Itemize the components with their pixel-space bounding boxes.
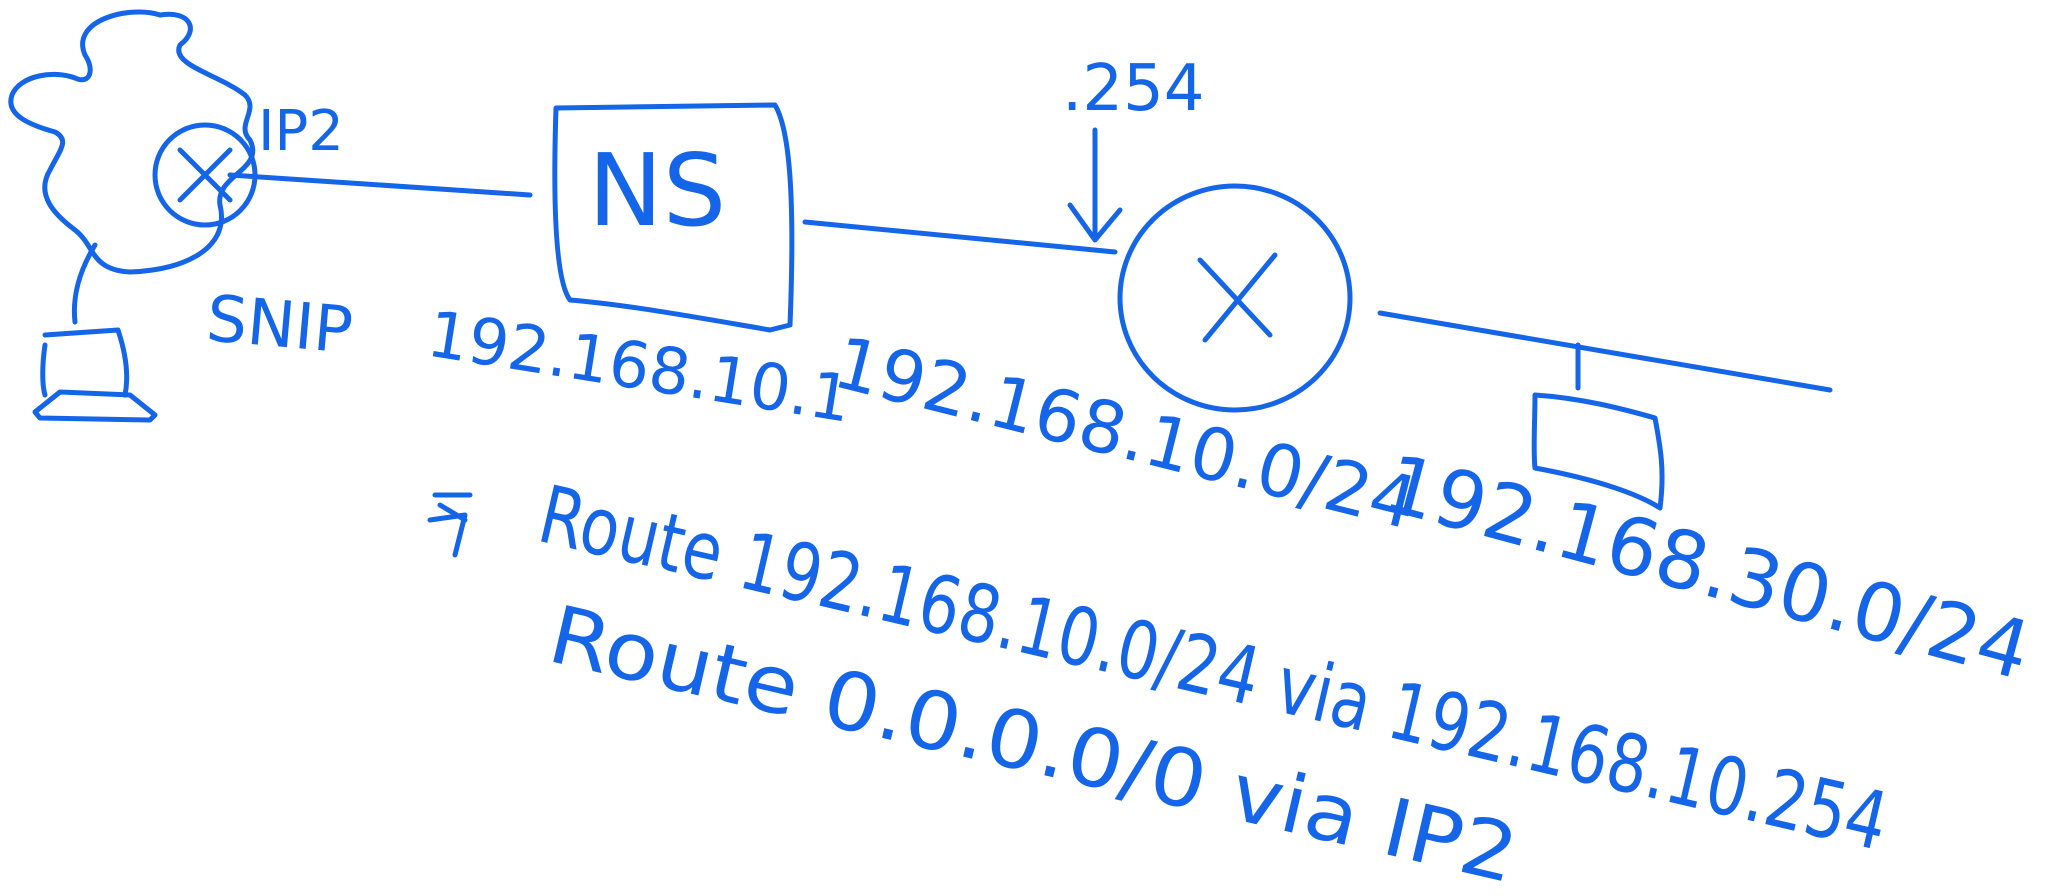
ns-appliance-box <box>552 102 795 333</box>
cloud-icon <box>8 9 256 275</box>
arrow-down-icon <box>1067 127 1123 243</box>
route-bullet-icon <box>427 492 473 558</box>
addr-254-label: .254 <box>1062 52 1205 126</box>
computer-left-icon <box>32 242 158 423</box>
link-ip2-ns <box>227 172 533 198</box>
link-ns-router <box>802 219 1118 255</box>
link-router-lan <box>1377 310 1833 393</box>
ip2-top-label: IP2 <box>258 99 344 164</box>
ns-label: NS <box>588 132 726 249</box>
computer-right-icon <box>1531 392 1665 511</box>
router-right-icon <box>1117 183 1353 413</box>
subnet-30-label: 192.168.30.0/24 <box>1375 437 2040 698</box>
snip-label: SNIP <box>204 282 356 368</box>
